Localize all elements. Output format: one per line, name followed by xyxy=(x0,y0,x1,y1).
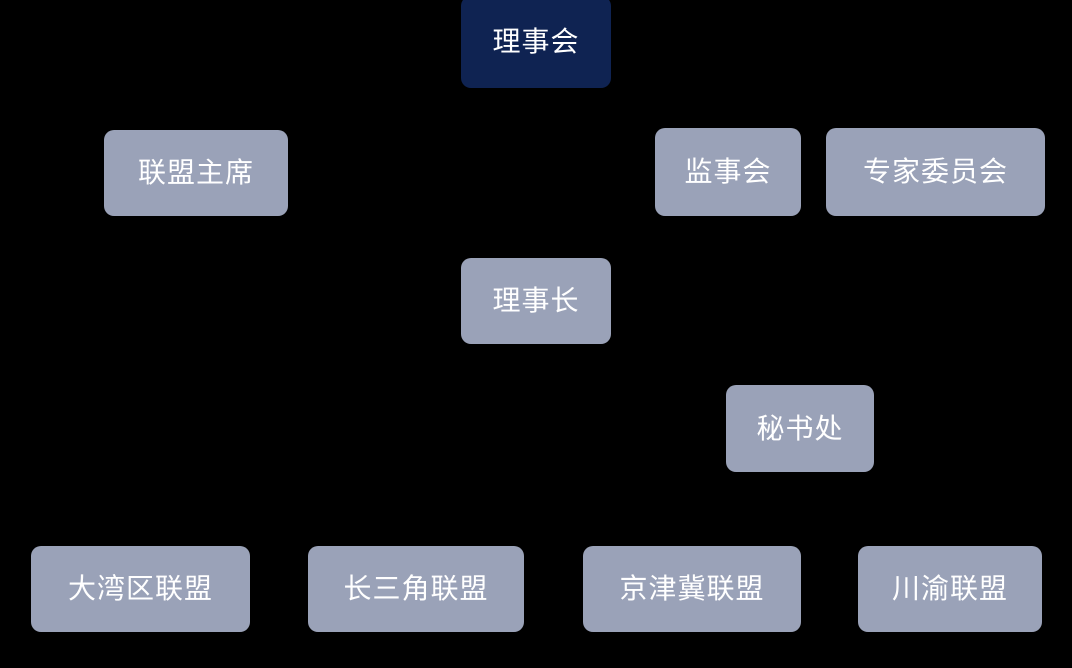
org-node-label: 京津冀联盟 xyxy=(619,573,765,604)
org-node-supervisory-board[interactable]: 监事会 xyxy=(655,128,801,216)
org-node-greater-bay-area-alliance[interactable]: 大湾区联盟 xyxy=(31,546,250,632)
org-node-alliance-president[interactable]: 联盟主席 xyxy=(104,130,288,216)
org-node-board[interactable]: 理事会 xyxy=(461,0,611,88)
org-node-label: 专家委员会 xyxy=(862,156,1008,187)
org-node-label: 监事会 xyxy=(684,156,772,187)
org-node-label: 联盟主席 xyxy=(137,157,254,188)
org-node-yangtze-delta-alliance[interactable]: 长三角联盟 xyxy=(308,546,524,632)
org-node-label: 理事会 xyxy=(492,26,580,57)
org-node-label: 秘书处 xyxy=(756,412,844,444)
org-node-secretariat[interactable]: 秘书处 xyxy=(726,385,874,472)
org-node-chuanyu-alliance[interactable]: 川渝联盟 xyxy=(858,546,1042,632)
org-node-expert-committee[interactable]: 专家委员会 xyxy=(826,128,1045,216)
org-node-board-chairman[interactable]: 理事长 xyxy=(461,258,611,344)
org-node-label: 川渝联盟 xyxy=(891,573,1008,604)
org-node-label: 长三角联盟 xyxy=(343,573,489,604)
org-node-label: 大湾区联盟 xyxy=(67,573,213,604)
org-node-jingjinji-alliance[interactable]: 京津冀联盟 xyxy=(583,546,801,632)
org-node-label: 理事长 xyxy=(492,285,580,316)
